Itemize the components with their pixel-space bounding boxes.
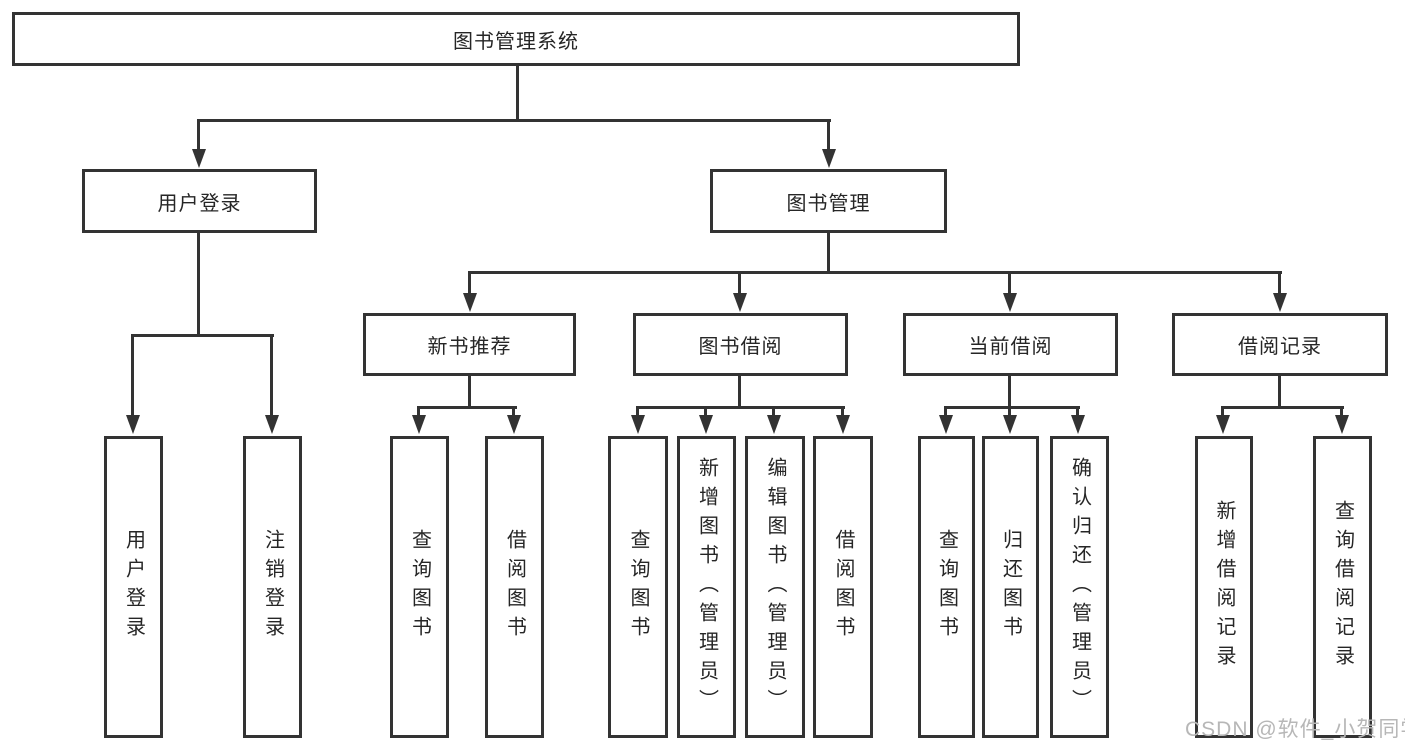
arrowhead-down-icon (939, 415, 953, 434)
node-label: 确认归还（管理员） (1068, 456, 1091, 718)
connector-line (738, 376, 741, 408)
arrowhead-down-icon (631, 415, 645, 434)
arrowhead-down-icon (1216, 415, 1230, 434)
node-leaf-query-books-current: 查询图书 (918, 436, 975, 738)
node-leaf-user-login: 用户登录 (104, 436, 163, 738)
connector-line (516, 65, 519, 121)
connector-line (637, 406, 845, 409)
connector-line (131, 334, 134, 416)
connector-line (1221, 406, 1224, 416)
arrowhead-down-icon (1071, 415, 1085, 434)
node-label: 新增图书（管理员） (695, 456, 718, 718)
arrowhead-down-icon (1273, 293, 1287, 312)
connector-line (468, 271, 1282, 274)
arrowhead-down-icon (265, 415, 279, 434)
node-label: 注销登录 (261, 529, 284, 645)
arrowhead-down-icon (699, 415, 713, 434)
connector-line (1340, 406, 1343, 416)
node-label: 用户登录 (122, 529, 145, 645)
node-label: 借阅记录 (1238, 336, 1322, 358)
connector-line (197, 119, 200, 150)
connector-line (512, 406, 515, 416)
arrowhead-down-icon (412, 415, 426, 434)
connector-line (132, 334, 274, 337)
node-leaf-logout: 注销登录 (243, 436, 302, 738)
node-label: 编辑图书（管理员） (764, 456, 786, 718)
node-label: 查询图书 (627, 529, 649, 645)
connector-line (704, 406, 707, 416)
connector-line (468, 376, 471, 408)
node-label: 归还图书 (999, 529, 1022, 645)
connector-line (841, 406, 844, 416)
node-label: 新书推荐 (427, 336, 512, 358)
node-leaf-query-books-recommend: 查询图书 (390, 436, 449, 738)
arrowhead-down-icon (1003, 415, 1017, 434)
connector-line (1008, 406, 1011, 416)
node-leaf-add-books-admin: 新增图书（管理员） (677, 436, 736, 738)
node-book-management: 图书管理 (710, 169, 947, 233)
node-label: 查询图书 (408, 529, 431, 645)
arrowhead-down-icon (192, 149, 206, 168)
node-leaf-borrow-books: 借阅图书 (813, 436, 873, 738)
arrowhead-down-icon (822, 149, 836, 168)
node-leaf-edit-books-admin: 编辑图书（管理员） (745, 436, 805, 738)
node-new-book-recommendation: 新书推荐 (363, 313, 576, 376)
arrowhead-down-icon (767, 415, 781, 434)
connector-line (945, 406, 1080, 409)
node-leaf-query-borrow-record: 查询借阅记录 (1313, 436, 1372, 738)
node-leaf-borrow-books-recommend: 借阅图书 (485, 436, 544, 738)
node-label: 当前借阅 (968, 336, 1053, 358)
arrowhead-down-icon (126, 415, 140, 434)
arrowhead-down-icon (733, 293, 747, 312)
node-label: 新增借阅记录 (1213, 500, 1235, 674)
connector-line (197, 119, 831, 122)
node-leaf-confirm-return-admin: 确认归还（管理员） (1050, 436, 1109, 738)
connector-line (738, 271, 741, 294)
connector-line (944, 406, 947, 416)
connector-line (468, 271, 471, 294)
connector-line (1278, 271, 1281, 294)
node-leaf-return-books: 归还图书 (982, 436, 1039, 738)
node-user-login: 用户登录 (82, 169, 317, 233)
node-label: 图书借阅 (698, 336, 783, 358)
node-leaf-query-books-borrowing: 查询图书 (608, 436, 668, 738)
node-current-borrowing: 当前借阅 (903, 313, 1118, 376)
node-borrowing-records: 借阅记录 (1172, 313, 1388, 376)
node-label: 用户登录 (157, 192, 242, 215)
connector-line (1278, 376, 1281, 408)
node-label: 借阅图书 (832, 529, 854, 645)
connector-line (827, 233, 830, 273)
connector-line (636, 406, 639, 416)
node-label: 图书管理系统 (453, 30, 579, 53)
connector-line (1076, 406, 1079, 416)
arrowhead-down-icon (836, 415, 850, 434)
connector-line (827, 119, 830, 150)
arrowhead-down-icon (463, 293, 477, 312)
arrowhead-down-icon (1335, 415, 1349, 434)
connector-line (1222, 406, 1344, 409)
node-label: 查询图书 (935, 529, 958, 645)
connector-line (1008, 271, 1011, 294)
node-library-management-system: 图书管理系统 (12, 12, 1020, 66)
node-label: 图书管理 (786, 192, 871, 215)
connector-line (417, 406, 420, 416)
arrowhead-down-icon (507, 415, 521, 434)
connector-line (772, 406, 775, 416)
arrowhead-down-icon (1003, 293, 1017, 312)
node-leaf-add-borrow-record: 新增借阅记录 (1195, 436, 1253, 738)
connector-line (270, 334, 273, 416)
connector-line (197, 233, 200, 336)
node-label: 借阅图书 (503, 529, 526, 645)
connector-line (1008, 376, 1011, 408)
connector-line (418, 406, 517, 409)
node-label: 查询借阅记录 (1331, 500, 1354, 674)
csdn-watermark: CSDN @软件_小贺同学 (1185, 718, 1405, 741)
node-book-borrowing: 图书借阅 (633, 313, 848, 376)
